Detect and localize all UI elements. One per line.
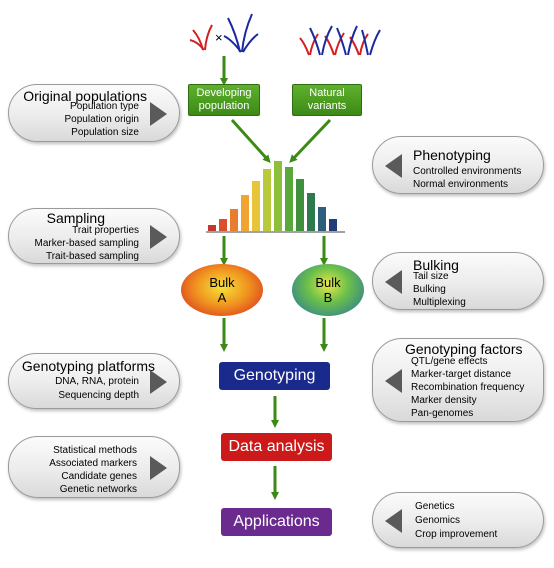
panel-item: Candidate genes	[61, 471, 137, 482]
trait-distribution-histogram	[208, 161, 337, 231]
histogram-bar	[329, 219, 337, 231]
panel-item: Associated markers	[49, 458, 137, 469]
natural-variant-plants-icon	[299, 25, 381, 56]
panel-item: Marker-based sampling	[34, 238, 140, 249]
developing-population-box: Developing population	[188, 84, 260, 116]
arrow-left-icon	[385, 509, 402, 533]
cross-symbol: ×	[215, 30, 223, 45]
panel-title: Sampling	[46, 210, 105, 226]
panel-title: Bulking	[413, 257, 459, 273]
data-analysis-panel: Statistical methods Associated markers C…	[8, 436, 180, 498]
histogram-bar	[296, 179, 304, 231]
panel-item: Marker-target distance	[411, 369, 512, 380]
bulk-a-label-line2: A	[217, 290, 227, 305]
panel-item: Tail size	[413, 271, 449, 282]
panel-item: Marker density	[411, 395, 477, 406]
bulking-panel: Bulking Tail size Bulking Multiplexing	[372, 252, 544, 310]
arrow-left-icon	[385, 154, 402, 178]
panel-title: Genotyping factors	[405, 341, 523, 357]
arrow-left-icon	[385, 369, 402, 393]
panel-item: Bulking	[413, 284, 446, 295]
panel-item: Population size	[71, 127, 139, 138]
panel-title: Genotyping platforms	[21, 358, 155, 374]
panel-item: Trait properties	[72, 225, 139, 236]
histogram-bar	[241, 195, 249, 231]
developing-population-label-line2: population	[198, 100, 250, 112]
bulk-b: Bulk B	[292, 264, 364, 316]
natural-variants-label-line1: Natural	[309, 87, 345, 99]
bulk-b-label-line1: Bulk	[315, 275, 341, 290]
panel-title: Phenotyping	[413, 147, 491, 163]
panel-item: Multiplexing	[413, 297, 466, 308]
developing-population-label-line1: Developing	[196, 87, 252, 99]
bulk-b-label-line2: B	[323, 290, 333, 305]
histogram-bar	[252, 181, 260, 231]
arrow-right-icon	[150, 225, 167, 249]
genotyping-platforms-panel: Genotyping platforms DNA, RNA, protein S…	[8, 353, 180, 409]
red-parent-plant-icon	[189, 24, 213, 51]
bulk-a: Bulk A	[181, 264, 263, 316]
histogram-bar	[230, 209, 238, 231]
panel-item: Genetic networks	[59, 484, 137, 495]
blue-parent-plant-icon	[223, 13, 259, 53]
arrow-developing-to-histogram	[230, 118, 271, 163]
natural-variants-label-line2: variants	[307, 100, 347, 112]
panel-item: Trait-based sampling	[45, 251, 139, 262]
panel-item: Genomics	[415, 515, 461, 526]
histogram-bar	[208, 225, 216, 231]
panel-item: Controlled environments	[413, 166, 522, 177]
arrow-right-icon	[150, 102, 167, 126]
arrow-right-icon	[150, 456, 167, 480]
histogram-bar	[318, 207, 326, 231]
panel-item: Crop improvement	[415, 529, 498, 540]
panel-item: Normal environments	[413, 179, 509, 190]
arrow-natural-to-histogram	[289, 118, 332, 163]
phenotyping-panel: Phenotyping Controlled environments Norm…	[372, 136, 544, 194]
panel-item: DNA, RNA, protein	[55, 376, 139, 387]
panel-item: Statistical methods	[53, 445, 137, 456]
applications-panel: Genetics Genomics Crop improvement	[372, 492, 544, 548]
flow-arrows	[220, 56, 332, 500]
panel-title: Original populations	[23, 88, 147, 104]
histogram-bar	[274, 161, 282, 231]
histogram-bar	[219, 219, 227, 231]
histogram-bar	[263, 169, 271, 231]
panel-item: Population origin	[64, 114, 140, 125]
arrow-right-icon	[150, 370, 167, 394]
panel-item: Recombination frequency	[411, 382, 525, 393]
sampling-panel: Sampling Trait properties Marker-based s…	[8, 208, 180, 264]
panel-item: QTL/gene effects	[411, 356, 488, 367]
histogram-bar	[285, 167, 293, 231]
bulk-a-label-line1: Bulk	[209, 275, 235, 290]
arrow-left-icon	[385, 270, 402, 294]
panel-item: Sequencing depth	[58, 390, 139, 401]
original-populations-panel: Original populations Population type Pop…	[8, 84, 180, 142]
genotyping-factors-panel: Genotyping factors QTL/gene effects Mark…	[372, 338, 544, 422]
panel-item: Population type	[70, 101, 139, 112]
applications-stage: Applications	[221, 508, 332, 536]
panel-item: Pan-genomes	[411, 408, 474, 419]
genotyping-stage: Genotyping	[219, 362, 330, 390]
data-analysis-stage: Data analysis	[221, 433, 332, 461]
panel-item: Genetics	[415, 501, 455, 512]
histogram-bar	[307, 193, 315, 231]
natural-variants-box: Natural variants	[292, 84, 362, 116]
